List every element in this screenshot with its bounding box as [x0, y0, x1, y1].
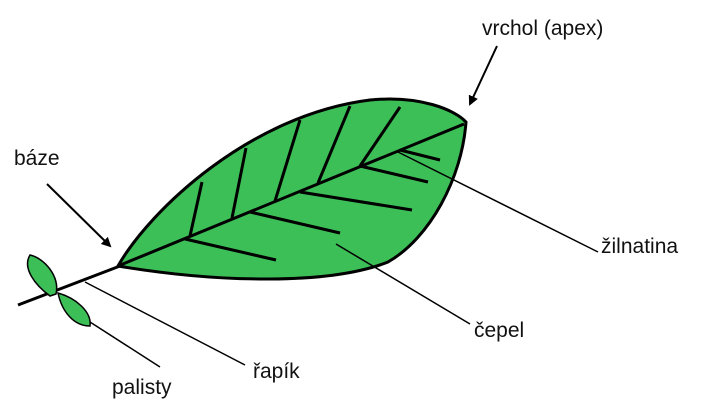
venation-label: žilnatina	[601, 236, 678, 257]
stipule-upper	[28, 255, 57, 296]
apex-label: vrchol (apex)	[482, 18, 603, 39]
stipule-leader	[90, 322, 160, 367]
stipule-lower	[58, 293, 90, 326]
base-arrow	[47, 184, 110, 246]
stipules-label: palisty	[112, 377, 172, 398]
petiole-leader	[85, 282, 245, 365]
blade-leader	[336, 244, 470, 324]
leaf-blade	[118, 99, 466, 279]
apex-arrow	[470, 46, 497, 104]
petiole-label: řapík	[253, 361, 300, 382]
base-label: báze	[14, 148, 60, 169]
blade-label: čepel	[474, 320, 524, 341]
